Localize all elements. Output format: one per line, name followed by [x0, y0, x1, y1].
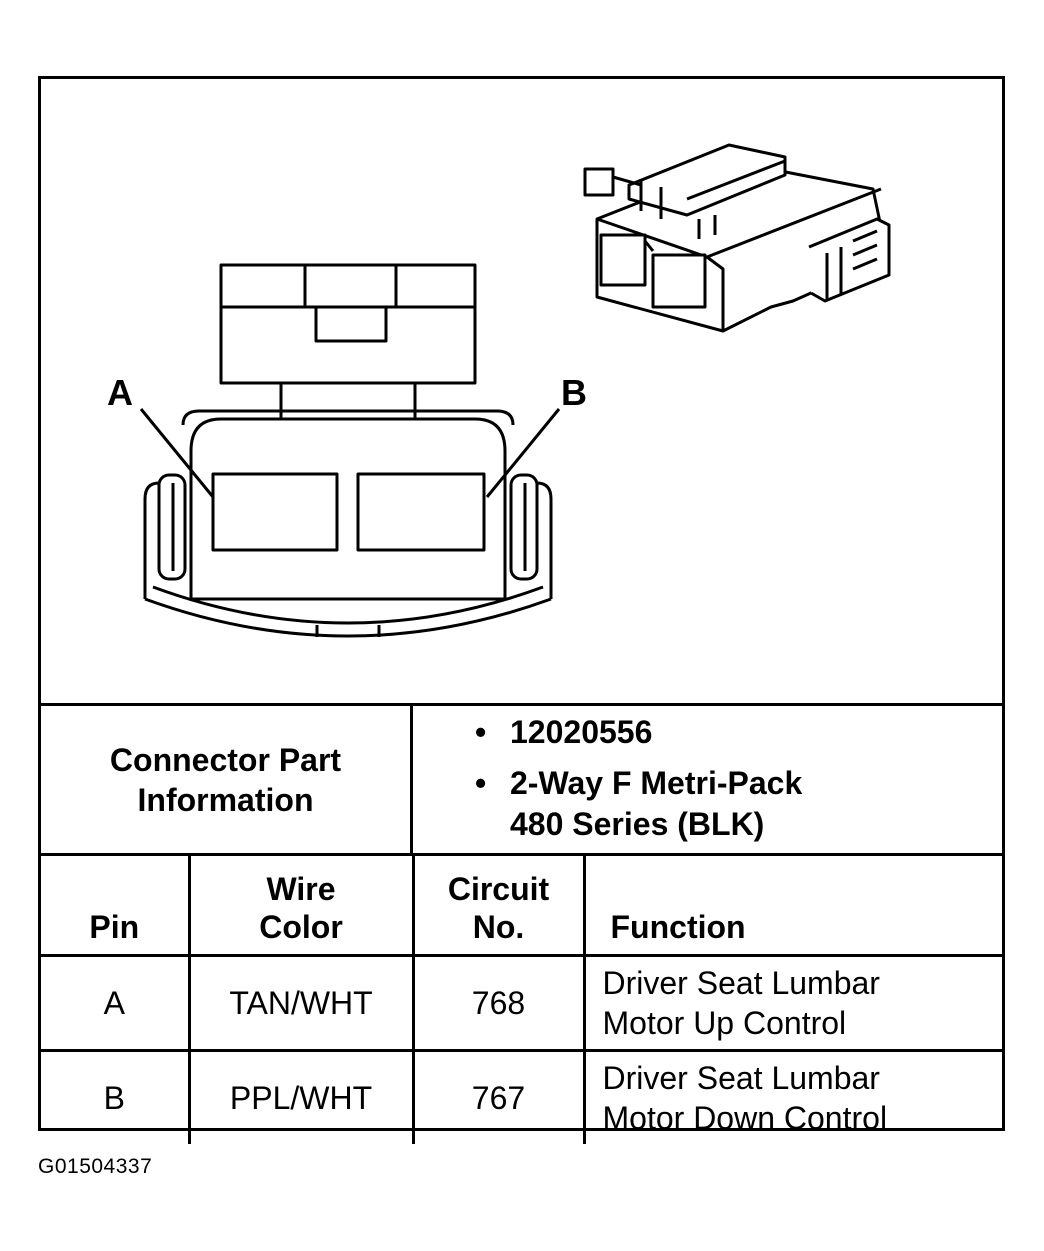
circuit-cell: 768 [411, 954, 586, 1052]
connector-type-line1: 2-Way F Metri-Pack [510, 765, 803, 801]
pin-table: Pin Wire Color Circuit No. Function A TA… [41, 853, 1002, 1144]
connector-info-label: Connector Part Information [41, 706, 413, 853]
function-line1: Driver Seat Lumbar [602, 1060, 880, 1096]
function-line2: Motor Up Control [602, 1005, 847, 1041]
header-wire-color-line1: Wire [266, 871, 336, 907]
bullet-icon: • [475, 714, 487, 750]
connector-latch [219, 263, 477, 433]
diagram-frame: A B Connector Part Information • 1202055… [38, 76, 1005, 1144]
figure-id: G01504337 [38, 1155, 153, 1178]
pin-cell: A [41, 954, 191, 1052]
table-row: B PPL/WHT 767 Driver Seat Lumbar Motor D… [41, 1049, 1002, 1144]
pin-a-callout: A [107, 372, 133, 413]
function-line1: Driver Seat Lumbar [602, 965, 880, 1001]
table-header-row: Pin Wire Color Circuit No. Function [41, 853, 1002, 957]
connector-drawing: A B [41, 79, 1002, 703]
wire-color-cell: TAN/WHT [187, 954, 415, 1052]
header-wire-color-line2: Color [259, 909, 343, 945]
header-function: Function [582, 853, 1002, 957]
leader-line-a [139, 408, 215, 498]
wire-color-cell: PPL/WHT [187, 1049, 415, 1144]
function-line2: Motor Down Control [602, 1100, 888, 1136]
connector-iso-view [583, 143, 891, 333]
connector-part-information: Connector Part Information • 12020556 • … [41, 703, 1002, 853]
function-cell: Driver Seat Lumbar Motor Up Control [582, 954, 1002, 1052]
cavity-a [211, 472, 339, 552]
connector-info-label-line1: Connector Part [109, 741, 342, 778]
connector-type-line2: 480 Series (BLK) [510, 806, 765, 842]
header-circuit-no: Circuit No. [411, 853, 586, 957]
header-circuit-line1: Circuit [447, 871, 550, 907]
pin-cell: B [41, 1049, 191, 1144]
pin-b-callout: B [561, 372, 587, 413]
bullet-icon: • [475, 765, 487, 801]
part-number: 12020556 [510, 714, 653, 750]
connector-body-front [143, 409, 553, 638]
table-row: A TAN/WHT 768 Driver Seat Lumbar Motor U… [41, 954, 1002, 1052]
connector-illustration [139, 143, 891, 638]
leader-line-b [485, 408, 561, 498]
cavity-b [356, 472, 486, 552]
function-cell: Driver Seat Lumbar Motor Down Control [582, 1049, 1002, 1144]
circuit-cell: 767 [411, 1049, 586, 1144]
list-item: • 12020556 [413, 712, 1002, 753]
header-wire-color: Wire Color [187, 853, 415, 957]
header-pin: Pin [41, 853, 191, 957]
header-circuit-line2: No. [472, 909, 525, 945]
connector-info-list: • 12020556 • 2-Way F Metri-Pack 480 Seri… [413, 706, 1002, 853]
connector-info-label-line2: Information [137, 781, 314, 818]
list-item: • 2-Way F Metri-Pack 480 Series (BLK) [413, 763, 1002, 845]
